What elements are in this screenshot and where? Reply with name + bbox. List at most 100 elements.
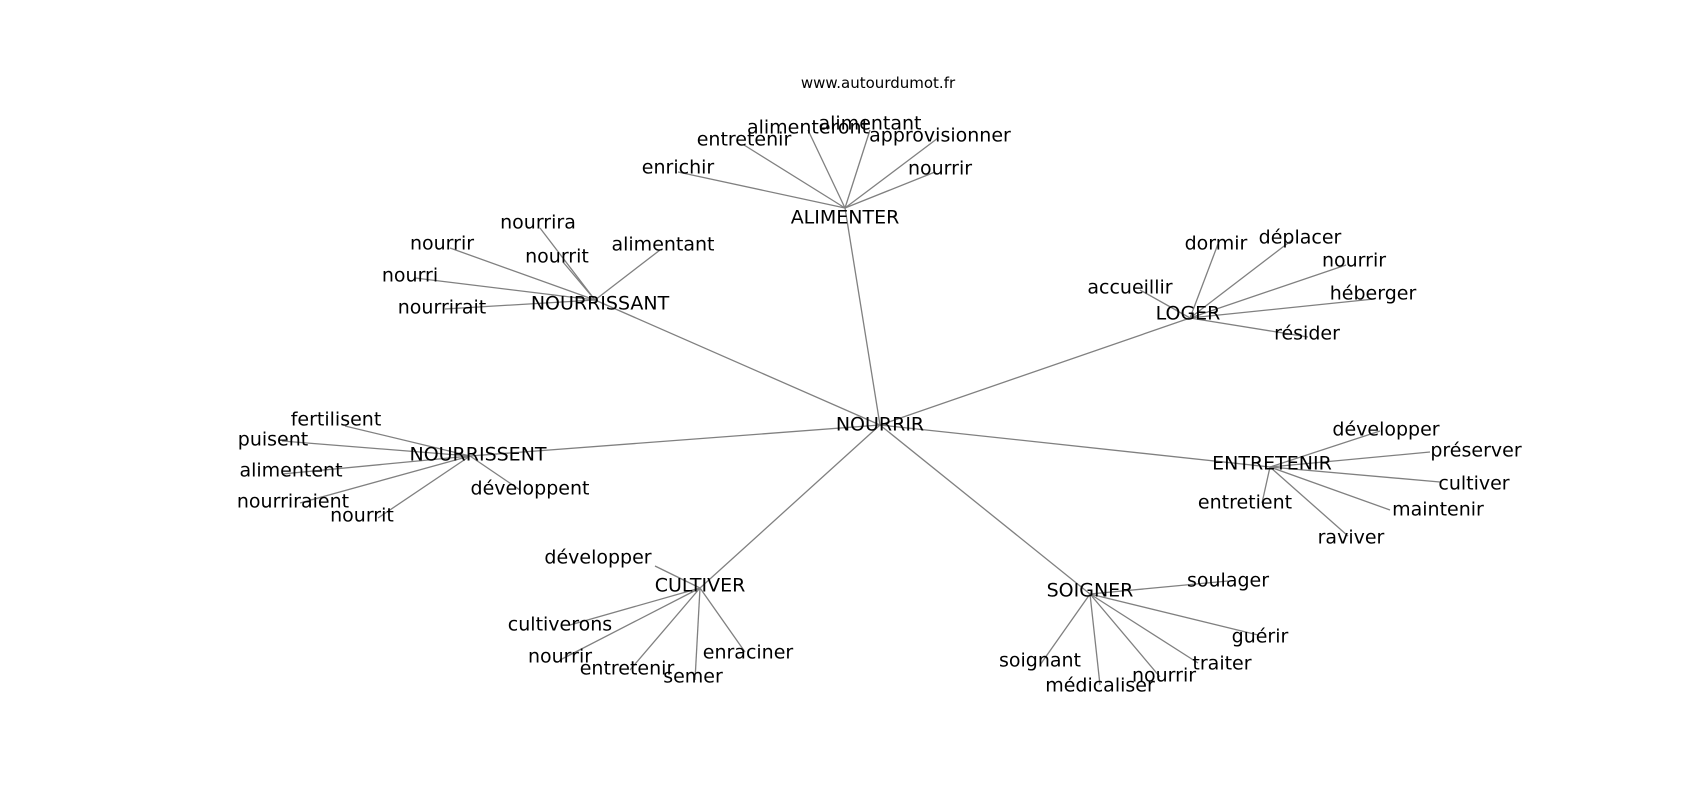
edge-hub-to-word xyxy=(1089,593,1161,678)
word-node-label: raviver xyxy=(1318,527,1385,549)
edge-hub-to-word xyxy=(281,440,471,457)
word-node-label: fertilisent xyxy=(291,409,382,431)
word-node-label: cultiver xyxy=(1438,473,1509,495)
graph-labels: NOURRIR ALIMENTER enrichir entretenir alimen… xyxy=(237,113,1522,697)
hub-node-label: CULTIVER xyxy=(655,575,746,597)
edge-hub-to-word xyxy=(1269,466,1349,537)
word-node-label: approvisionner xyxy=(869,125,1011,147)
edge-hub-to-word xyxy=(377,455,471,519)
word-node-label: semer xyxy=(663,666,723,688)
word-node-label: nourriraient xyxy=(237,491,349,513)
edge-hub-to-word xyxy=(594,249,661,301)
edge-hub-to-word xyxy=(629,587,701,671)
edge-hub-to-word xyxy=(562,261,596,301)
word-node-label: guérir xyxy=(1232,626,1289,648)
word-node-label: alimentant xyxy=(818,113,921,135)
edge-hub-to-word xyxy=(1189,243,1219,319)
word-node-label: développer xyxy=(1332,419,1439,441)
edge-hub-to-word xyxy=(1189,264,1347,319)
edge-center-to-hub xyxy=(879,317,1191,426)
edge-hub-to-word xyxy=(344,425,471,457)
edge-hub-to-word xyxy=(281,455,471,475)
edge-hub-to-word xyxy=(743,144,846,209)
word-node-label: soulager xyxy=(1187,570,1269,592)
edge-hub-to-word xyxy=(699,587,746,653)
edge-hub-to-word xyxy=(1089,593,1199,664)
word-node-label: accueillir xyxy=(1087,277,1172,299)
word-node-label: soignant xyxy=(999,650,1081,672)
edge-hub-to-word xyxy=(1189,317,1309,338)
edge-hub-to-word xyxy=(449,247,596,301)
word-node-label: nourrit xyxy=(330,505,394,527)
word-node-label: nourrir xyxy=(908,158,972,180)
edge-center-to-hub xyxy=(699,424,881,589)
edge-hub-to-word xyxy=(299,455,471,504)
word-node-label: développer xyxy=(544,547,651,569)
edge-hub-to-word xyxy=(844,171,936,209)
word-node-label: enraciner xyxy=(703,642,794,664)
word-node-label: nourrir xyxy=(410,233,474,255)
word-node-label: enrichir xyxy=(642,157,715,179)
edge-hub-to-word xyxy=(844,137,939,209)
center-node-label: NOURRIR xyxy=(836,414,924,436)
hub-node-label: NOURRISSENT xyxy=(409,444,546,466)
edge-hub-to-word xyxy=(569,587,701,626)
word-node-label: alimentent xyxy=(239,460,342,482)
edge-center-to-hub xyxy=(879,424,1271,468)
word-node-label: déplacer xyxy=(1259,227,1342,249)
word-node-label: nourrir xyxy=(528,646,592,668)
edge-hub-to-word xyxy=(1089,593,1259,636)
edge-hub-to-word xyxy=(559,587,701,661)
edge-hub-to-word xyxy=(1189,239,1293,319)
edge-hub-to-word xyxy=(1089,580,1229,595)
word-node-label: nourrira xyxy=(500,212,576,234)
edge-hub-to-word xyxy=(1261,466,1271,504)
word-node-label: développent xyxy=(471,478,590,500)
word-node-label: entretenir xyxy=(580,658,675,680)
edge-hub-to-word xyxy=(469,455,521,491)
hub-node-label: SOIGNER xyxy=(1047,580,1134,602)
edge-hub-to-word xyxy=(539,227,596,301)
edge-hub-to-word xyxy=(807,129,846,209)
edge-hub-to-word xyxy=(1139,289,1191,319)
word-node-label: dormir xyxy=(1185,233,1248,255)
word-node-label: alimenteront xyxy=(747,117,869,139)
word-node-label: préserver xyxy=(1430,440,1521,462)
word-node-label: héberger xyxy=(1330,283,1417,305)
word-node-label: résider xyxy=(1274,323,1340,345)
hub-node-label: ENTRETENIR xyxy=(1212,453,1332,475)
edge-hub-to-word xyxy=(1269,430,1381,468)
edge-center-to-hub xyxy=(879,424,1091,595)
word-node-label: traiter xyxy=(1192,653,1251,675)
word-node-label: nourrir xyxy=(1132,665,1196,687)
edge-center-to-hub xyxy=(844,207,881,426)
hub-node-label: NOURRISSANT xyxy=(531,293,670,315)
edge-hub-to-word xyxy=(677,171,846,209)
edge-hub-to-word xyxy=(694,587,701,681)
edge-center-to-hub xyxy=(469,424,881,457)
edge-hub-to-word xyxy=(654,565,701,589)
word-node-label: entretient xyxy=(1198,492,1292,514)
hub-node-label: LOGER xyxy=(1156,303,1221,325)
hub-node-label: ALIMENTER xyxy=(791,207,900,229)
edge-hub-to-word xyxy=(1269,466,1441,483)
edge-hub-to-word xyxy=(1039,593,1091,666)
edge-hub-to-word xyxy=(1189,298,1375,319)
word-node-label: alimentant xyxy=(611,234,714,256)
word-node-label: puisent xyxy=(238,429,308,451)
edge-hub-to-word xyxy=(414,277,596,301)
site-label: www.autourdumot.fr xyxy=(801,74,956,92)
edge-center-to-hub xyxy=(594,299,881,426)
word-node-label: maintenir xyxy=(1392,499,1484,521)
word-node-label: cultiverons xyxy=(508,614,612,636)
word-node-label: médicaliser xyxy=(1045,675,1155,697)
word-node-label: nourrirait xyxy=(398,297,486,319)
edge-hub-to-word xyxy=(1269,466,1391,511)
word-node-label: nourri xyxy=(382,265,438,287)
edge-hub-to-word xyxy=(1089,593,1101,686)
graph-edges xyxy=(281,129,1441,686)
edge-hub-to-word xyxy=(444,299,596,310)
edge-hub-to-word xyxy=(1269,451,1431,468)
edge-hub-to-word xyxy=(844,129,871,209)
